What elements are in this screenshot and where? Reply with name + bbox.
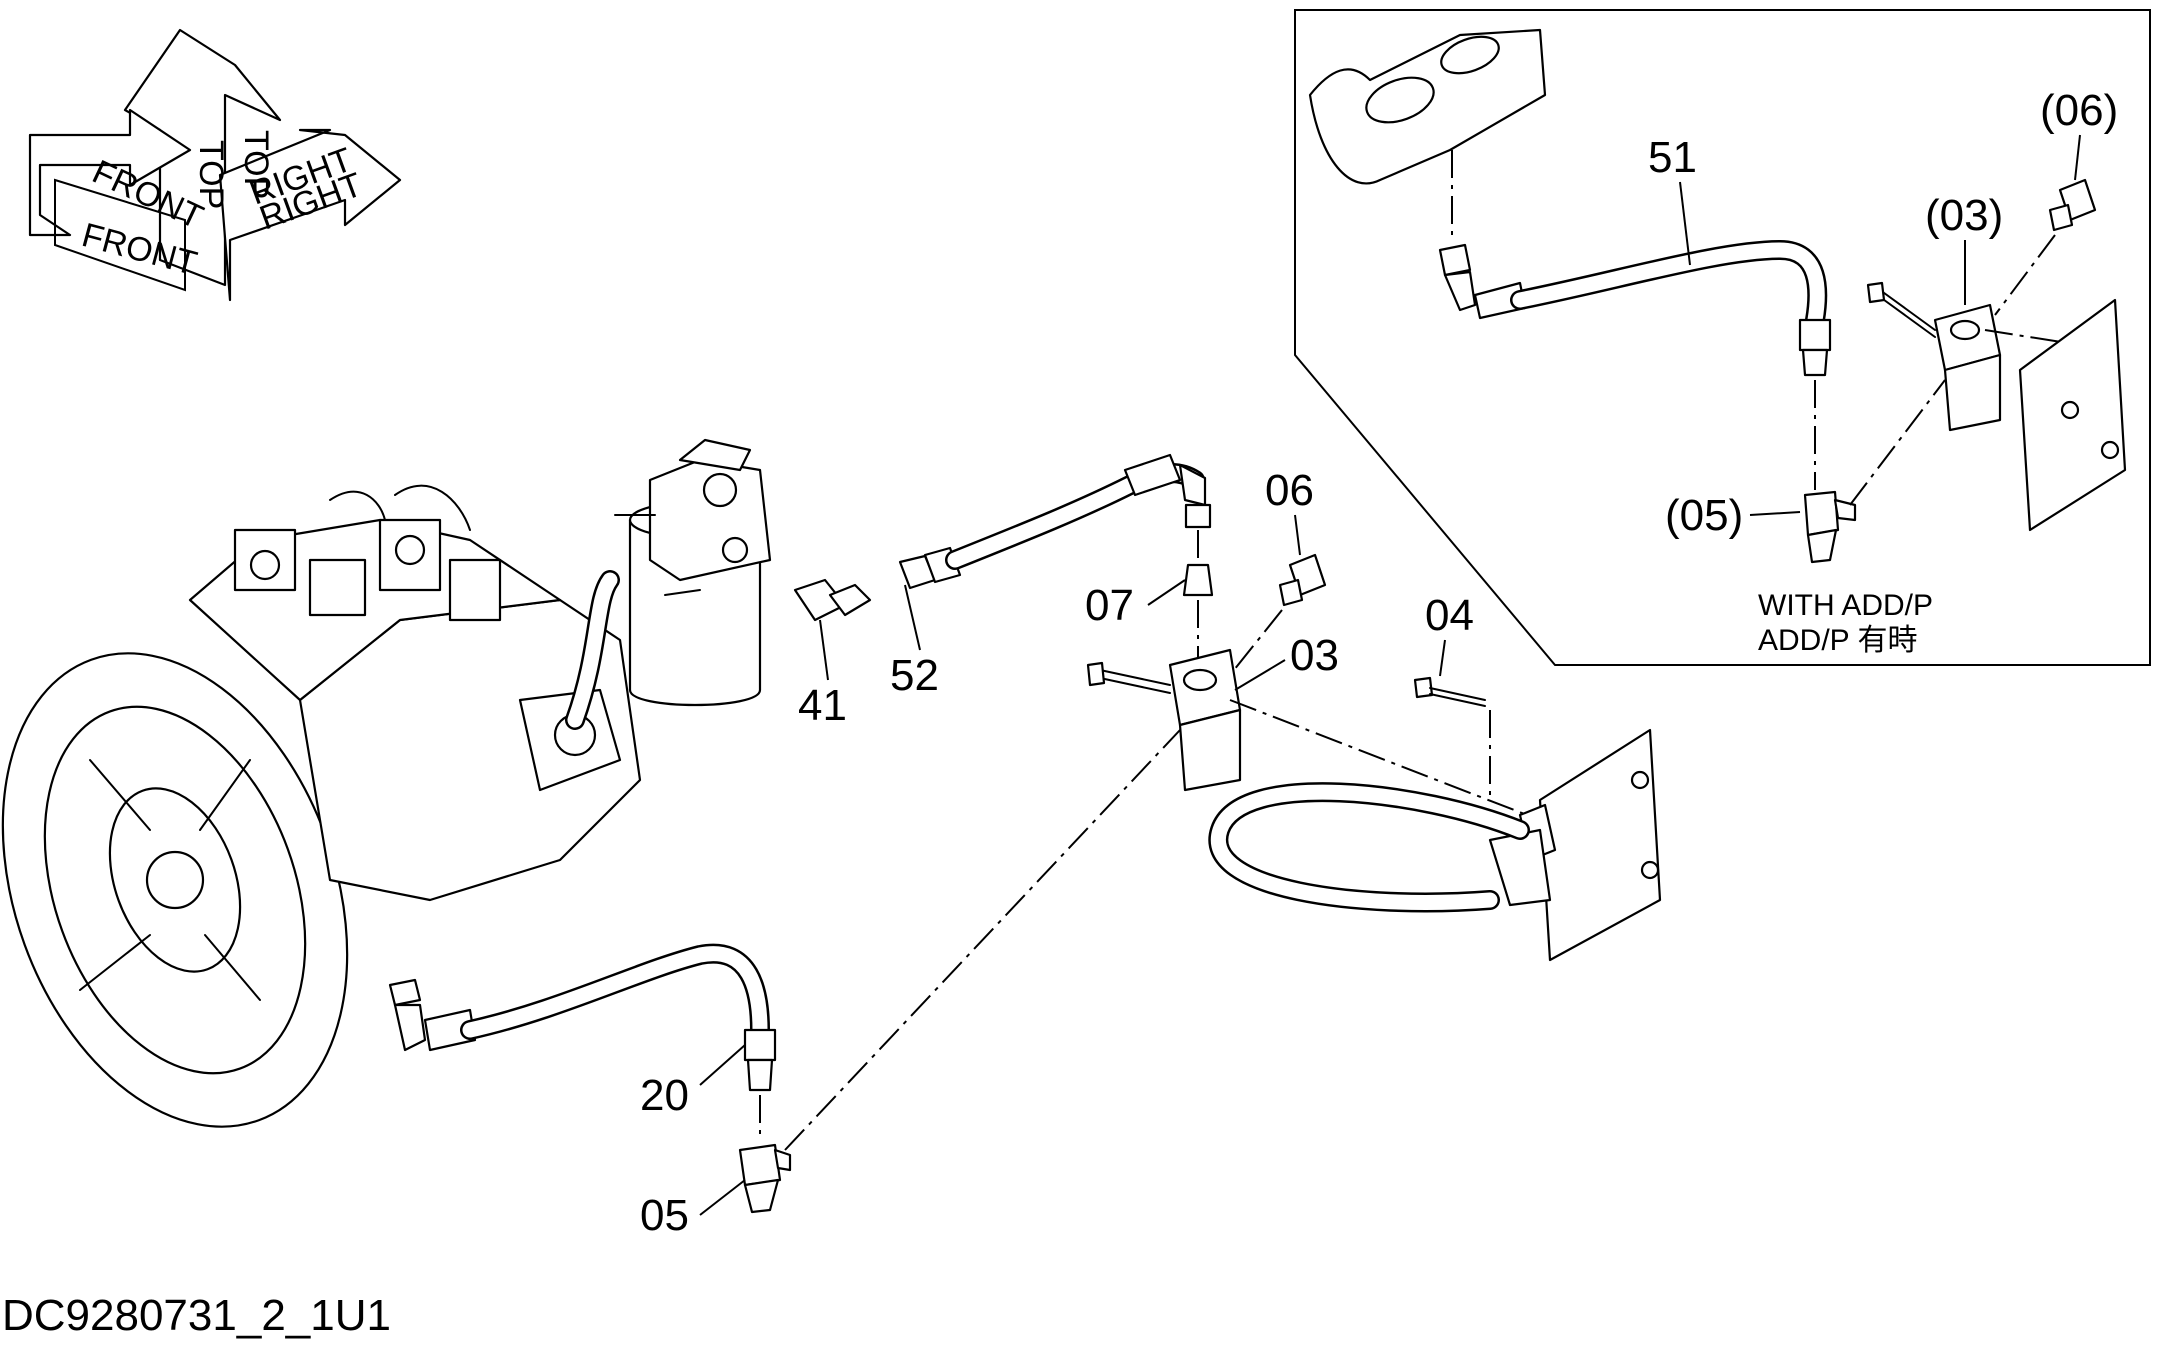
hose-20 [388, 943, 777, 1140]
callout-07: 07 [1085, 581, 1134, 630]
callout-52: 52 [890, 651, 939, 700]
inset-add-p: 51 (06) (03) (05) WITH ADD/P ADD/P 有時 [1294, 9, 2151, 666]
callout-05: 05 [640, 1191, 689, 1240]
fitting-05 [738, 729, 1181, 1214]
inset-note-line2: ADD/P 有時 [1758, 624, 1917, 657]
main-callouts: 41 52 06 07 03 04 20 05 [640, 466, 1474, 1240]
block-03 [1086, 648, 1541, 821]
drawing-id: DC9280731_2_1U1 [2, 1291, 391, 1340]
bolt-04 [1413, 676, 1491, 800]
hose-52 [793, 453, 1214, 660]
orientation-top-label: TOP [192, 140, 230, 209]
orientation-indicator: FRONT FRONT TOP TOP RIGHT RIGHT [28, 28, 402, 302]
inset-callout-03: (03) [1925, 191, 2003, 240]
callout-41: 41 [798, 681, 847, 730]
inset-callout-06: (06) [2040, 86, 2118, 135]
inset-callout-51: 51 [1648, 133, 1697, 182]
callout-20: 20 [640, 1071, 689, 1120]
callout-04: 04 [1425, 591, 1474, 640]
callout-06: 06 [1265, 466, 1314, 515]
inset-note-line1: WITH ADD/P [1758, 589, 1933, 622]
filter-canister [614, 438, 772, 707]
orientation-top-label-2: TOP [237, 130, 275, 199]
bracket-assembly [1208, 728, 1662, 962]
callout-03: 03 [1290, 631, 1339, 680]
hydraulic-pump-assembly [1, 484, 642, 1128]
inset-callout-05: (05) [1665, 491, 1743, 540]
